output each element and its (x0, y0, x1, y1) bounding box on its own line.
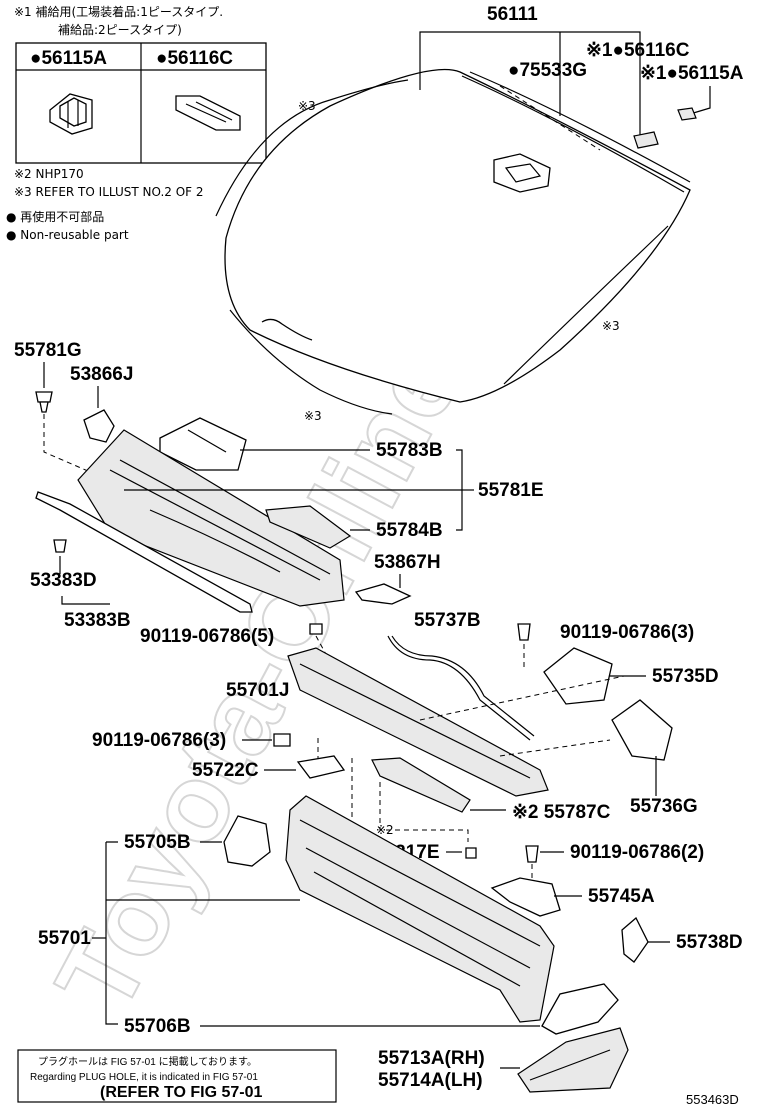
label-55781e: 55781E (478, 480, 544, 501)
label-55713a: 55713A(RH) (378, 1048, 485, 1069)
inset-label-56115a: ●56115A (30, 48, 107, 69)
label-55738d: 55738D (676, 932, 743, 953)
label-53867h: 53867H (374, 552, 441, 573)
label-53866j: 53866J (70, 364, 133, 385)
nonreusable-jp: ● 再使用不可部品 (6, 209, 104, 224)
clip-53383d (53, 539, 67, 553)
bottom-note-line2: Regarding PLUG HOLE, it is indicated in … (30, 1072, 258, 1083)
label-56115a: ※1●56115A (640, 63, 744, 84)
label-55701j: 55701J (226, 680, 289, 701)
bottom-note-line3: (REFER TO FIG 57-01 (100, 1084, 263, 1101)
bracket-53867h (354, 583, 412, 605)
label-90119-5: 90119-06786(5) (140, 626, 274, 647)
bracket-55735d (543, 647, 613, 705)
ref3-right: ※3 (602, 319, 620, 333)
label-53383d: 53383D (30, 570, 97, 591)
ref3-bottom: ※3 (304, 409, 322, 423)
bracket-53866j (83, 409, 115, 443)
label-90119-3a: 90119-06786(3) (560, 622, 694, 643)
ref3-top: ※3 (298, 99, 316, 113)
clip-56116c-drawing (175, 95, 241, 131)
label-55737b: 55737B (414, 610, 481, 631)
seal-55787c (371, 757, 471, 813)
label-55735d: 55735D (652, 666, 719, 687)
nonreusable-en: ● Non-reusable part (6, 228, 129, 242)
label-90119-2: 90119-06786(2) (570, 842, 704, 863)
extension-55713a (517, 1027, 629, 1093)
ref2-label: ※2 (376, 823, 394, 837)
label-55736g: 55736G (630, 796, 698, 817)
label-56111: 56111 (487, 4, 538, 25)
bottom-note-box: プラグホールは FIG 57-01 に掲載しております。 Regarding P… (17, 1049, 337, 1103)
label-90119-3b: 90119-06786(3) (92, 730, 226, 751)
label-55787c: ※2 55787C (512, 802, 611, 823)
label-55783b: 55783B (376, 440, 443, 461)
label-55722c: 55722C (192, 760, 259, 781)
panel-55705b (223, 815, 271, 867)
clip-55781g-drawing (35, 391, 53, 413)
windshield-drawing (215, 68, 691, 415)
panel-55706b (541, 983, 619, 1035)
label-55784b: 55784B (376, 520, 443, 541)
clip-55217e (465, 847, 477, 859)
bottom-note-line1: プラグホールは FIG 57-01 に掲載しております。 (38, 1055, 257, 1068)
label-55705b: 55705B (124, 832, 191, 853)
label-53383b: 53383B (64, 610, 131, 631)
figure-id: 553463D (686, 1092, 739, 1107)
seal-55784b (265, 505, 352, 549)
bracket-55736g (611, 699, 673, 761)
bracket-55745a (490, 877, 561, 917)
label-75533g: ●75533G (508, 60, 587, 81)
label-55714a: 55714A(LH) (378, 1070, 483, 1091)
note3: ※3 REFER TO ILLUST NO.2 OF 2 (14, 185, 204, 199)
label-55706b: 55706B (124, 1016, 191, 1037)
inset-box: ●56115A ●56116C (15, 42, 267, 164)
bracket-55722c (296, 755, 346, 779)
note2: ※2 NHP170 (14, 167, 84, 181)
label-56116c: ※1●56116C (586, 40, 690, 61)
bracket-55738d (621, 916, 649, 963)
label-55781g: 55781G (14, 340, 82, 361)
weatherstrip-53383b (35, 491, 253, 613)
label-55745a: 55745A (588, 886, 655, 907)
note1-line1: ※1 補給用(工場装着品:1ピースタイプ. (14, 4, 223, 19)
inset-label-56116c: ●56116C (156, 48, 233, 69)
label-55701: 55701 (38, 928, 91, 949)
note1-line2: 補給品:2ピースタイプ) (58, 23, 182, 37)
clip-56115a-drawing (49, 93, 93, 135)
